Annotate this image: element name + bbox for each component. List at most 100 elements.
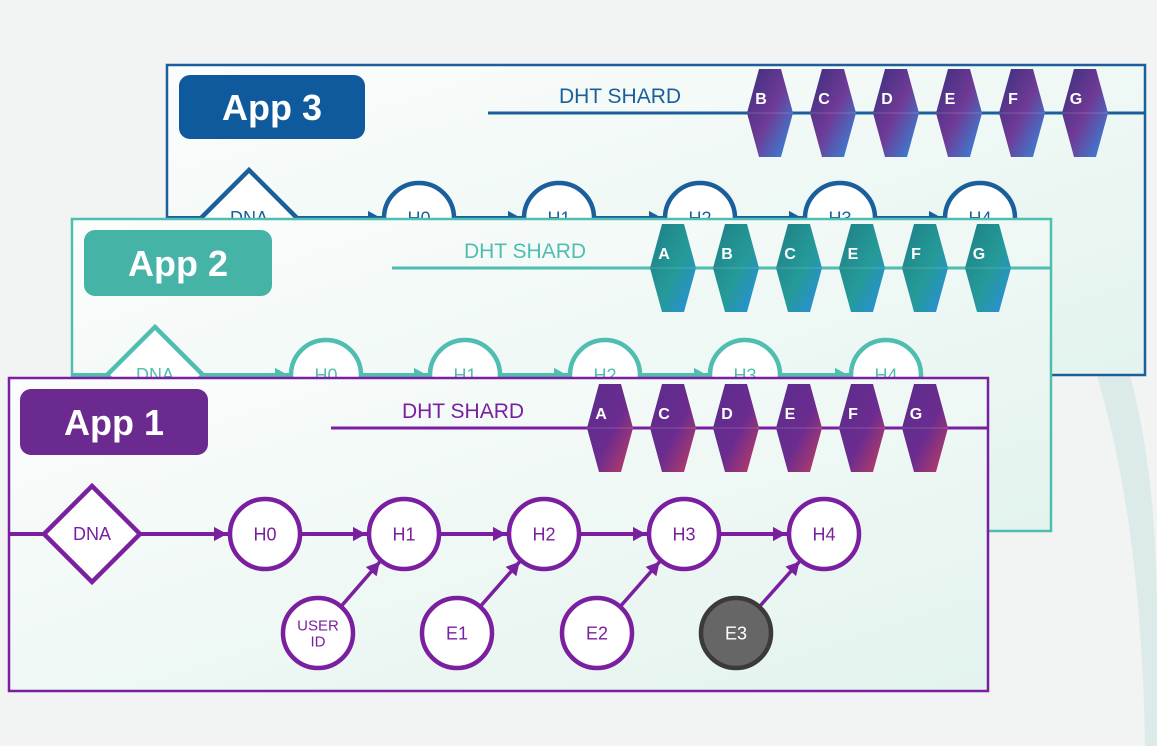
node-label: H2 — [532, 524, 555, 544]
shard-letter: C — [658, 406, 670, 423]
shard-hexagon — [650, 384, 696, 472]
shard-hexagon — [650, 224, 696, 312]
shard-hexagon — [999, 69, 1045, 157]
shard-hexagon — [776, 224, 822, 312]
app3-shard-label: DHT SHARD — [559, 85, 681, 108]
app3-shard-g: G — [1062, 69, 1108, 157]
shard-hexagon — [713, 224, 759, 312]
app2-shard-a: A — [650, 224, 696, 312]
node-label: H4 — [812, 524, 835, 544]
shard-hexagon — [902, 224, 948, 312]
app2-shard-label: DHT SHARD — [464, 240, 586, 263]
app1-shard-g: G — [902, 384, 948, 472]
shard-letter: D — [881, 91, 893, 108]
shard-letter: C — [784, 246, 796, 263]
app3-shard-f: F — [999, 69, 1045, 157]
shard-letter: G — [910, 406, 922, 423]
node-circle — [419, 595, 495, 671]
shard-hexagon — [936, 69, 982, 157]
shard-letter: F — [848, 406, 858, 423]
node-circle — [506, 496, 582, 572]
app1-chain-arrow — [773, 526, 786, 542]
app3-title: App 3 — [222, 87, 322, 128]
app2-title: App 2 — [128, 243, 228, 284]
node-label: ID — [311, 633, 326, 650]
entry-link-arrow — [365, 561, 380, 577]
entry-link-arrow — [505, 561, 520, 577]
app1-shard-d: D — [713, 384, 759, 472]
shard-hexagon — [902, 384, 948, 472]
shard-hexagon — [839, 384, 885, 472]
app1-title: App 1 — [64, 402, 164, 443]
app1-badge — [20, 389, 208, 455]
node-circle — [698, 595, 774, 671]
shard-letter: G — [973, 246, 985, 263]
app1-chain-arrow — [633, 526, 646, 542]
node-circle — [366, 496, 442, 572]
app1-chain-node-h2: H2 — [506, 496, 582, 572]
node-label: H1 — [392, 524, 415, 544]
node-label: H0 — [253, 524, 276, 544]
app1-chain-node-h3: H3 — [646, 496, 722, 572]
node-circle — [646, 496, 722, 572]
shard-hexagon — [839, 224, 885, 312]
entry-link-arrow — [785, 561, 800, 577]
shard-letter: B — [755, 91, 767, 108]
app2-shard-g: G — [965, 224, 1011, 312]
shard-hexagon — [873, 69, 919, 157]
app1-shard-a: A — [587, 384, 633, 472]
dna-label: DNA — [73, 524, 111, 544]
app3-shard-e: E — [936, 69, 982, 157]
shard-letter: A — [595, 406, 607, 423]
app1-chain-arrow — [493, 526, 506, 542]
shard-letter: A — [658, 246, 670, 263]
app2-shard-e: E — [839, 224, 885, 312]
node-label: H3 — [672, 524, 695, 544]
app2-shard-c: C — [776, 224, 822, 312]
app2-badge — [84, 230, 272, 296]
app1-shard-label: DHT SHARD — [402, 400, 524, 423]
shard-hexagon — [713, 384, 759, 472]
shard-hexagon — [965, 224, 1011, 312]
shard-letter: E — [848, 246, 859, 263]
app1-chain-node-h0: H0 — [227, 496, 303, 572]
app1-shard-f: F — [839, 384, 885, 472]
dna-diamond — [40, 482, 144, 586]
app2-shard-b: B — [713, 224, 759, 312]
shard-letter: F — [911, 246, 921, 263]
shard-hexagon — [747, 69, 793, 157]
app3-shard-b: B — [747, 69, 793, 157]
app1-shard-e: E — [776, 384, 822, 472]
shard-letter: D — [721, 406, 733, 423]
shard-letter: E — [785, 406, 796, 423]
app2-shard-f: F — [902, 224, 948, 312]
node-label: E2 — [586, 623, 608, 643]
shard-letter: F — [1008, 91, 1018, 108]
entry-node-e3: E3 — [698, 595, 774, 671]
app1-chain-node-h1: H1 — [366, 496, 442, 572]
node-circle — [786, 496, 862, 572]
node-label: USER — [297, 617, 339, 634]
entry-link-arrow — [645, 561, 660, 577]
app1-chain-node-h4: H4 — [786, 496, 862, 572]
node-label: E1 — [446, 623, 468, 643]
entry-node-e2: E2 — [559, 595, 635, 671]
node-circle — [559, 595, 635, 671]
shard-letter: E — [945, 91, 956, 108]
node-circle — [280, 595, 356, 671]
shard-letter: G — [1070, 91, 1082, 108]
app3-badge — [179, 75, 365, 139]
app1-chain-arrow — [214, 526, 227, 542]
shard-letter: B — [721, 246, 733, 263]
app3-shard-d: D — [873, 69, 919, 157]
shard-hexagon — [810, 69, 856, 157]
app1-dna-node: DNA — [40, 482, 144, 586]
app1-shard-c: C — [650, 384, 696, 472]
shard-hexagon — [1062, 69, 1108, 157]
node-circle — [227, 496, 303, 572]
shard-letter: C — [818, 91, 830, 108]
